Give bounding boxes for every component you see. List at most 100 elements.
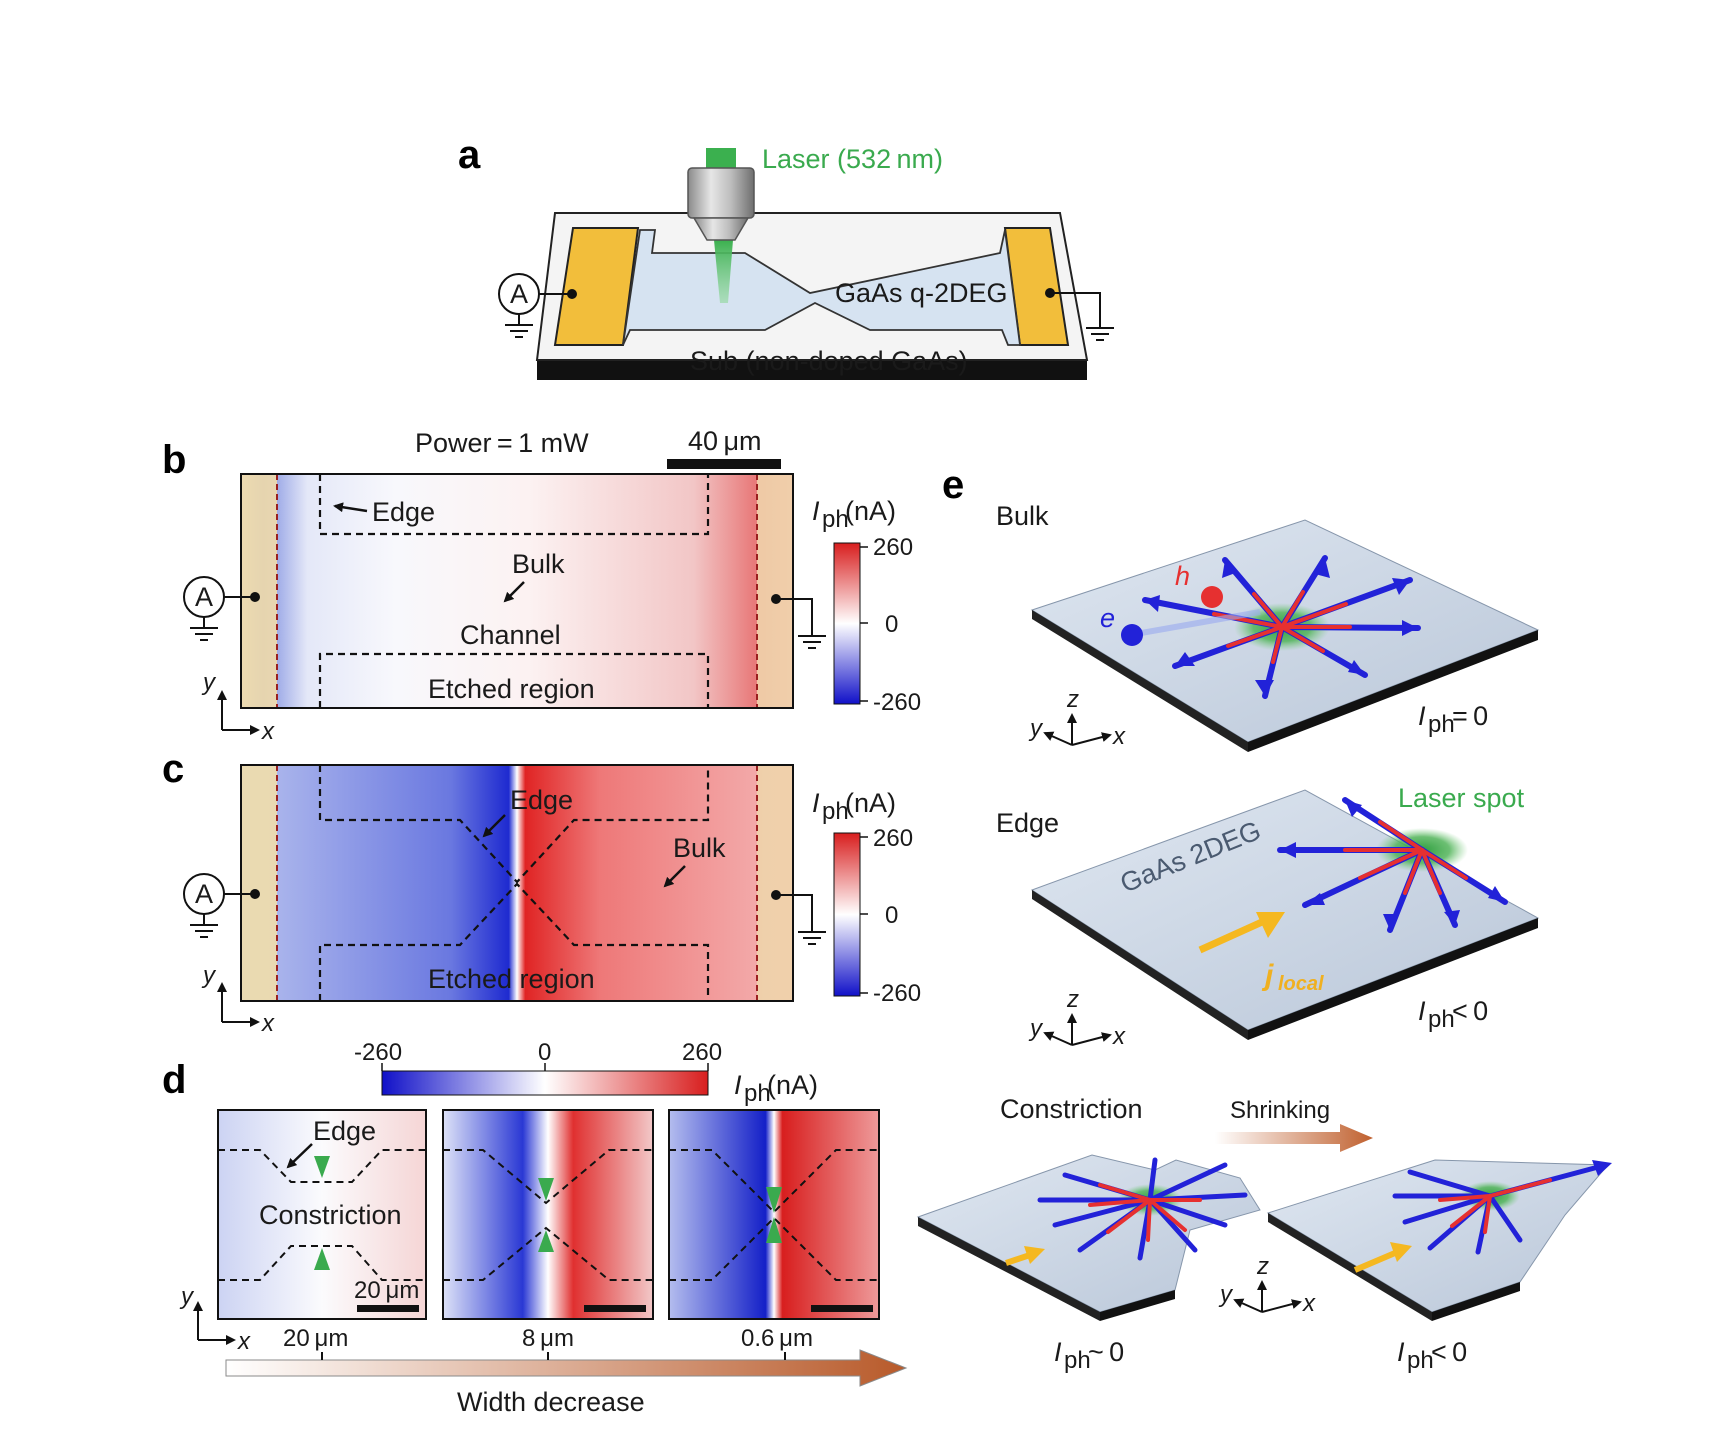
cbar-tick-c-2: -260	[873, 980, 921, 1007]
axis-x-d: x	[237, 1328, 251, 1355]
cbar-tick-c-0: 260	[873, 825, 913, 852]
axis-x-e2: x	[1112, 1023, 1126, 1050]
panel-a: a Laser (532 nm) GaAs q-2DEG Sub (non-do…	[458, 133, 1114, 380]
cbar-tick-c-1: 0	[885, 902, 898, 929]
axis-y-e1: y	[1028, 715, 1044, 742]
scale-bar-label: 40 μm	[688, 426, 762, 456]
objective-body	[687, 167, 755, 219]
laser-marker-icon	[314, 1156, 330, 1178]
iph-value-con1: ~ 0	[1088, 1337, 1124, 1367]
cbar-unit-sym-b: I	[812, 496, 820, 526]
channel-label: Channel	[460, 620, 561, 650]
edge-label-d: Edge	[313, 1116, 376, 1146]
objective-nose	[692, 217, 750, 241]
width-tick-2: 0.6 μm	[741, 1325, 813, 1352]
ground-icon	[798, 635, 826, 649]
edge-label-c: Edge	[510, 785, 573, 815]
laser-label: Laser (532 nm)	[762, 144, 943, 174]
edge-label-e: Edge	[996, 808, 1059, 838]
laser-marker-icon	[766, 1217, 782, 1243]
iph-sub-e3: ph	[1064, 1347, 1091, 1374]
scale-bar-d	[357, 1305, 419, 1312]
electron-label: e	[1100, 603, 1115, 633]
cbar-tick-d-2: 260	[682, 1039, 722, 1066]
axes-3d-icon	[1043, 1013, 1112, 1046]
axis-y-b: y	[201, 669, 217, 696]
panel-b: b Power = 1 mW 40 μm Edge Bulk Channel E…	[162, 426, 921, 745]
panel-label-b: b	[162, 438, 186, 482]
bulk-label-e: Bulk	[996, 501, 1049, 531]
iph-value-con2: < 0	[1431, 1337, 1467, 1367]
cbar-unit-sub-c: ph	[822, 798, 849, 825]
jlocal-sub: local	[1278, 973, 1324, 995]
iph-sym-e2: I	[1418, 996, 1426, 1026]
axes-icon	[217, 690, 260, 735]
laser-marker-icon	[538, 1230, 554, 1252]
scale-bar-label-d: 20 μm	[354, 1277, 419, 1304]
carrier-arrows-constriction-2	[1392, 1163, 1605, 1255]
width-tick-1: 8 μm	[522, 1325, 574, 1352]
width-tick-0: 20 μm	[283, 1325, 348, 1352]
jlocal-label: j	[1261, 959, 1274, 992]
colorbar-b	[833, 542, 861, 705]
axes-3d-icon	[1043, 713, 1112, 746]
panel-e: e Bulk	[916, 463, 1612, 1374]
material-label: GaAs q-2DEG	[835, 278, 1008, 308]
cbar-unit-sym-d: I	[734, 1070, 742, 1100]
power-label: Power = 1 mW	[415, 428, 589, 458]
laser-beam	[714, 240, 733, 303]
cbar-unit-d: (nA)	[767, 1070, 818, 1100]
constriction-label-e: Constriction	[1000, 1094, 1143, 1124]
iph-sub-e4: ph	[1407, 1347, 1434, 1374]
cbar-tick-b-2: -260	[873, 689, 921, 716]
axes-icon	[193, 1301, 236, 1345]
constriction-label-d: Constriction	[259, 1200, 402, 1230]
panel-label-d: d	[162, 1058, 186, 1102]
edge-label-b: Edge	[372, 497, 435, 527]
photocurrent-map-d3	[668, 1109, 880, 1320]
laser-marker-icon	[538, 1178, 554, 1201]
axis-y-e2: y	[1028, 1015, 1044, 1042]
local-current-arrow	[1198, 912, 1285, 954]
substrate-base	[537, 360, 1087, 380]
cbar-unit-sub-d: ph	[744, 1080, 771, 1107]
cbar-tick-d-0: -260	[354, 1039, 402, 1066]
carrier-arrows-constriction-1	[1037, 1157, 1248, 1261]
etched-label-b: Etched region	[428, 674, 595, 704]
photocurrent-map-b	[241, 474, 793, 708]
ground-icon	[190, 924, 218, 938]
iph-sym-e4: I	[1397, 1337, 1405, 1367]
axis-x-e1: x	[1112, 723, 1126, 750]
cbar-unit-sym-c: I	[812, 788, 820, 818]
carrier-arrows-edge	[1277, 797, 1508, 933]
panel-label-e: e	[942, 463, 964, 507]
photocurrent-map-d2	[442, 1109, 654, 1320]
axis-x-e3: x	[1302, 1290, 1316, 1317]
axis-z-e3: z	[1256, 1253, 1269, 1280]
local-current-arrow	[1353, 1242, 1412, 1273]
objective-top	[706, 148, 736, 168]
axis-y-c: y	[201, 962, 217, 989]
axis-y-d: y	[179, 1283, 195, 1310]
axes-icon	[217, 982, 260, 1027]
ground-icon	[1086, 327, 1114, 341]
hole-icon	[1201, 586, 1223, 608]
electron-icon	[1121, 624, 1143, 646]
panel-c: c Edge Bulk Etched region A y x I	[162, 747, 921, 1037]
panel-d: d -260 0 260 I ph (nA) Edge Constriction…	[162, 1039, 908, 1417]
width-decrease-arrow	[225, 1349, 908, 1387]
cbar-tick-b-1: 0	[885, 611, 898, 638]
panel-label-c: c	[162, 747, 184, 791]
ammeter-label-b: A	[195, 582, 213, 612]
cbar-unit-sub-b: ph	[822, 506, 849, 533]
laser-marker-icon	[766, 1187, 782, 1213]
iph-sub-e2: ph	[1428, 1006, 1455, 1033]
carrier-arrows-bulk	[1142, 555, 1421, 699]
laser-spot-label: Laser spot	[1398, 783, 1525, 813]
hole-label: h	[1175, 561, 1190, 591]
ground-icon	[190, 627, 218, 641]
bulk-label-b: Bulk	[512, 549, 565, 579]
iph-sub-e1: ph	[1428, 711, 1455, 738]
bulk-label-c: Bulk	[673, 833, 726, 863]
